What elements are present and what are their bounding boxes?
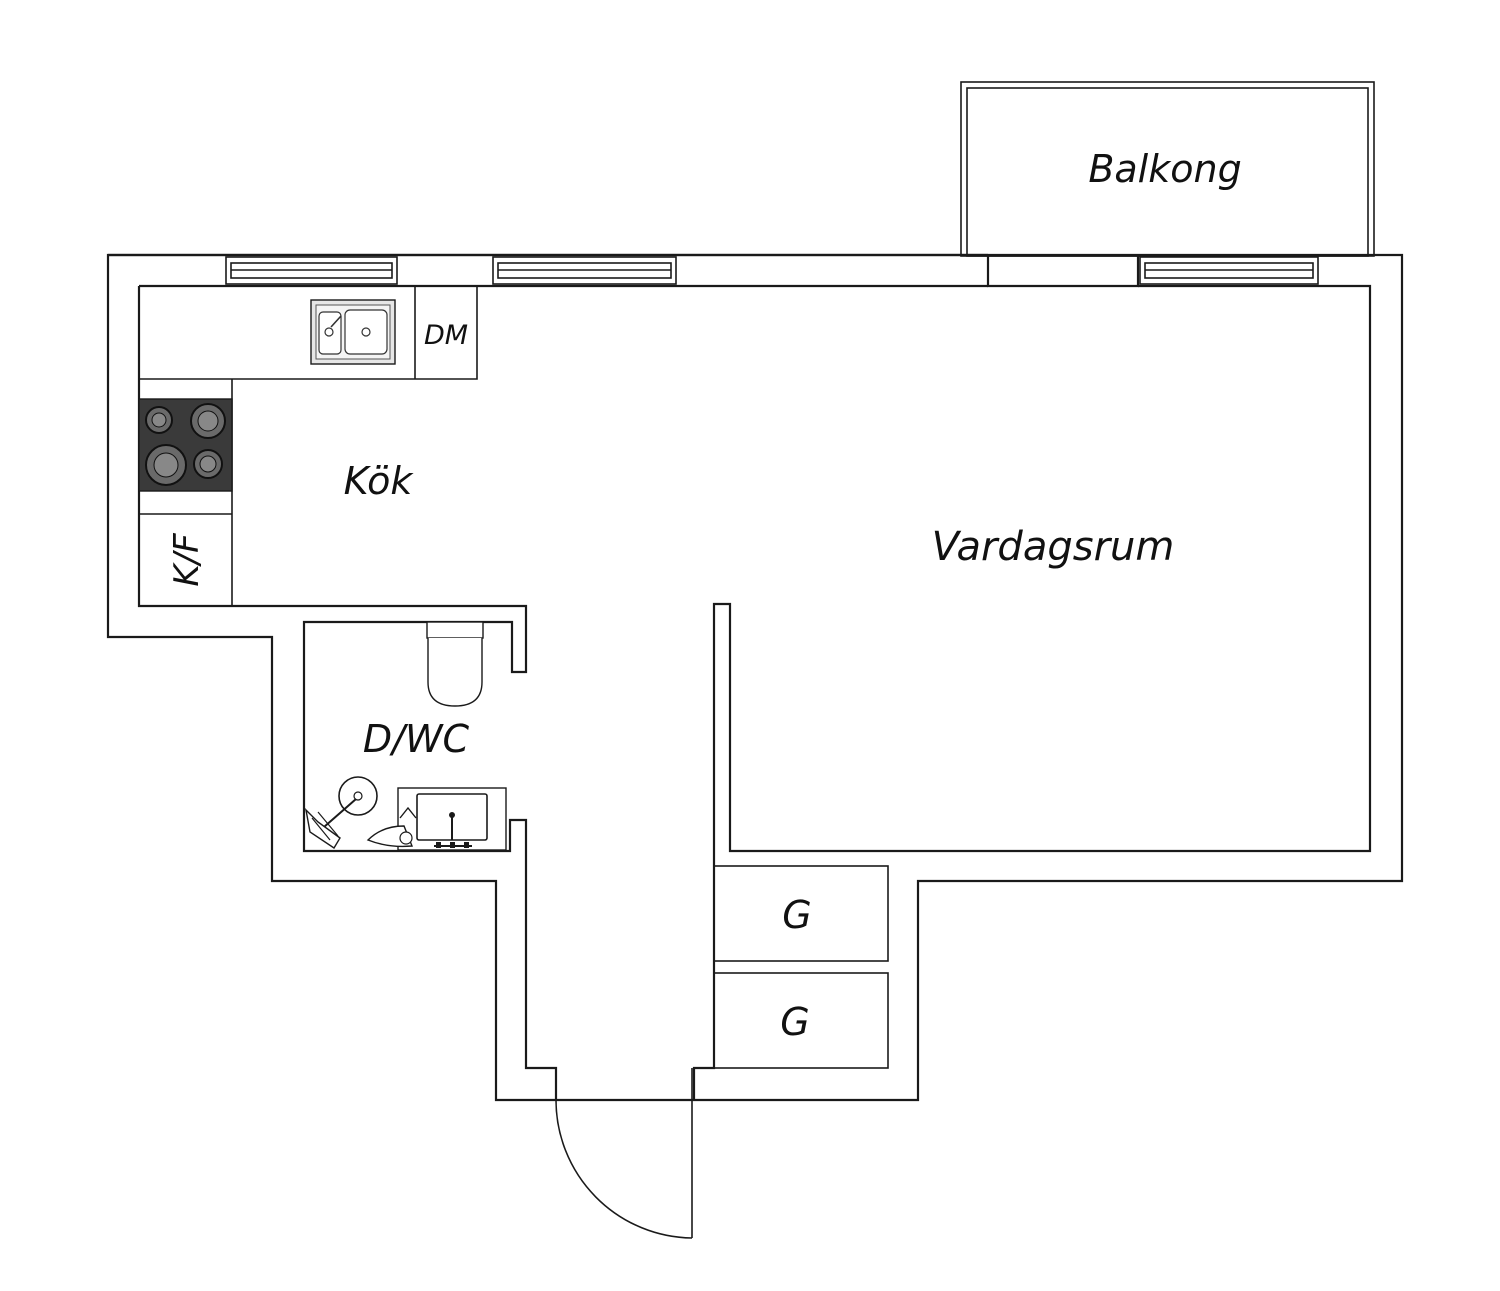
door-swing-icon: [555, 1068, 693, 1239]
kitchen-sink-icon: [310, 299, 396, 365]
wardrobe-2: [713, 972, 889, 1069]
window-middle: [492, 256, 677, 285]
label-bathroom: D/WC: [363, 717, 470, 761]
label-kitchen: Kök: [344, 459, 415, 503]
label-living-room: Vardagsrum: [932, 524, 1175, 570]
label-fridge-freezer: K/F: [167, 533, 207, 587]
stove-icon: [138, 398, 233, 492]
label-wardrobe-2: G: [780, 1000, 809, 1044]
shower-icon: [304, 776, 417, 849]
label-dishwasher: DM: [424, 320, 468, 351]
outer-wall: [106, 253, 1404, 1102]
washbasin-icon: [397, 787, 507, 851]
label-wardrobe-1: G: [782, 893, 811, 937]
toilet-icon: [426, 621, 484, 707]
inner-wall: [986, 255, 1140, 288]
wardrobe-1: [713, 865, 889, 962]
label-balcony: Balkong: [1088, 147, 1241, 191]
window-kitchen: [225, 256, 398, 285]
window-living-room: [1139, 256, 1319, 285]
